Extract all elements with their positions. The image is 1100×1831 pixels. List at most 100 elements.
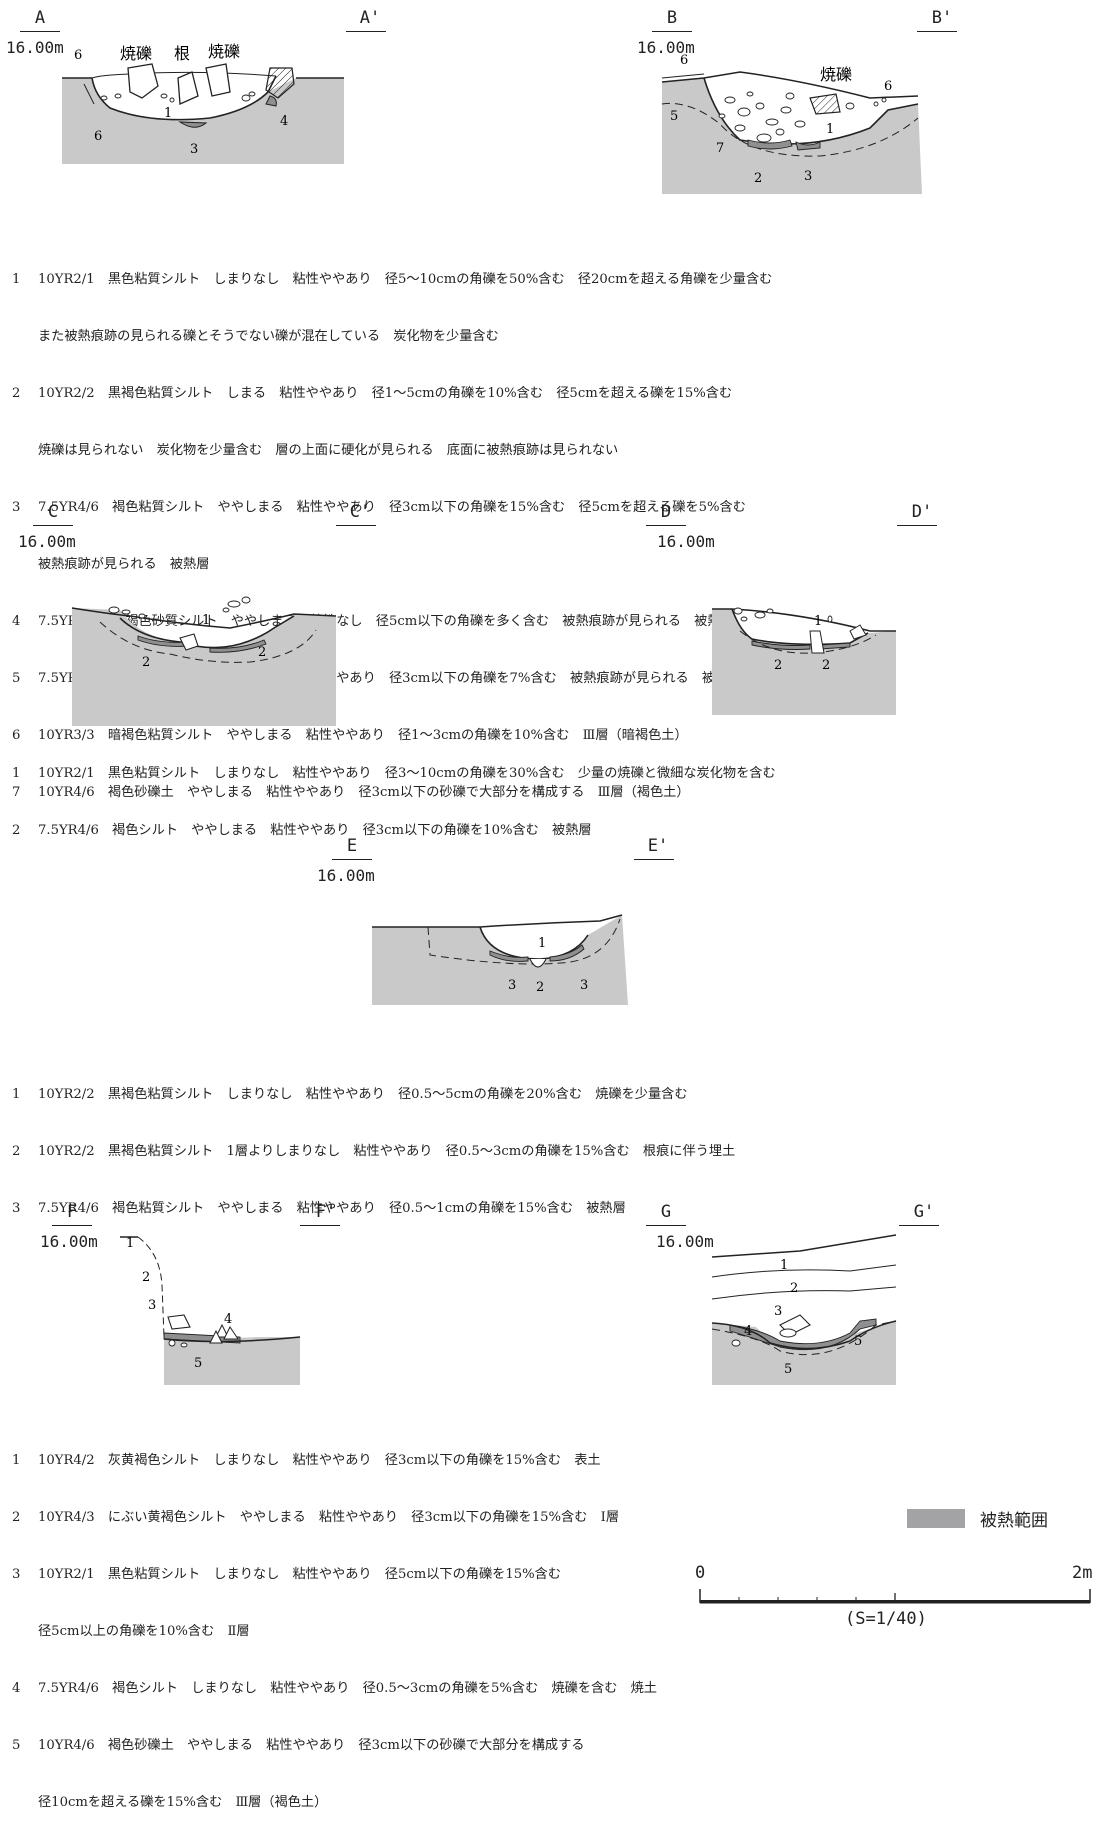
legend-burned-swatch [907, 1509, 965, 1528]
section-a-label-burned-stone-2: 焼礫 [208, 42, 240, 61]
section-g-elevation: 16.00m [656, 1232, 714, 1251]
section-a-left-tick [20, 31, 60, 32]
section-g-right-tick [899, 1225, 939, 1226]
svg-text:6: 6 [94, 129, 102, 144]
section-f-right-tick [300, 1225, 340, 1226]
svg-text:2: 2 [790, 1281, 798, 1296]
section-a-burned-stone-2 [205, 63, 231, 97]
section-a-burned-stone [127, 63, 159, 99]
svg-text:3: 3 [804, 169, 812, 184]
svg-text:1: 1 [164, 106, 172, 121]
section-a-elevation: 16.00m [6, 38, 64, 57]
svg-text:3: 3 [190, 142, 198, 157]
section-g-left-tick [646, 1225, 686, 1226]
svg-text:6: 6 [74, 48, 82, 63]
svg-text:1: 1 [826, 122, 834, 137]
svg-text:3: 3 [148, 1298, 156, 1313]
section-b-left-label: B [666, 8, 678, 28]
svg-text:3: 3 [580, 978, 588, 993]
section-c-right-tick [336, 525, 376, 526]
section-c-elevation: 16.00m [18, 532, 76, 551]
svg-text:2: 2 [258, 645, 266, 660]
svg-text:6: 6 [884, 79, 892, 94]
section-e-left-label: E [346, 836, 358, 856]
section-d-burned-layer [751, 640, 811, 650]
section-b-hatched-stone [809, 93, 841, 115]
svg-text:7: 7 [716, 141, 724, 156]
section-d-right-label: D' [911, 502, 933, 522]
section-b-burned-layer [747, 139, 793, 150]
section-d-right-tick [897, 525, 937, 526]
svg-text:2: 2 [774, 658, 782, 673]
svg-text:5: 5 [670, 109, 678, 124]
svg-text:1: 1 [780, 1258, 788, 1273]
svg-text:6: 6 [680, 53, 688, 68]
legend-burned-label: 被熱範囲 [980, 1511, 1048, 1531]
scale-bar [699, 1589, 1091, 1604]
scale-start-label: 0 [695, 1563, 706, 1583]
section-f-left-tick [52, 1225, 92, 1226]
section-f-left-label: F [66, 1202, 78, 1222]
section-e-ground [372, 915, 628, 1005]
section-b-burned-layer-2 [795, 141, 821, 151]
section-a-burned-layer-4 [265, 95, 277, 107]
svg-text:1: 1 [814, 614, 822, 629]
section-b-label-burned-stone: 焼礫 [820, 65, 852, 84]
section-e-profile: 1 3 2 3 [372, 914, 628, 1005]
svg-text:5: 5 [194, 1356, 202, 1371]
section-e-right-label: E' [647, 836, 669, 856]
section-a-ground [62, 78, 344, 164]
section-a-burned-layer [178, 121, 208, 128]
section-a-label-root: 根 [174, 44, 190, 63]
section-a-pit-outline [91, 75, 277, 121]
svg-text:4: 4 [280, 114, 288, 129]
section-a-right-tick [346, 31, 386, 32]
section-a-left-label: A [34, 8, 46, 28]
svg-text:2: 2 [142, 1270, 150, 1285]
section-c-right-label: C' [349, 502, 371, 522]
section-f-ground [164, 1337, 300, 1385]
section-a-root [177, 71, 199, 105]
svg-text:1: 1 [126, 1236, 134, 1251]
svg-text:5: 5 [784, 1362, 792, 1377]
scale-ratio-label: (S=1/40) [845, 1609, 927, 1629]
section-c-burned-layer-2 [209, 639, 267, 653]
svg-text:2: 2 [822, 658, 830, 673]
section-b-right-tick [917, 31, 957, 32]
section-f-elevation: 16.00m [40, 1232, 98, 1251]
section-g-left-label: G [660, 1202, 672, 1222]
section-e-right-tick [634, 859, 674, 860]
section-b-left-tick [652, 31, 692, 32]
section-d-left-tick [646, 525, 686, 526]
section-e-burned-layer-2 [549, 944, 585, 962]
svg-text:1: 1 [538, 936, 546, 951]
section-c-left-tick [33, 525, 73, 526]
section-a-right-label: A' [359, 8, 381, 28]
section-d-elevation: 16.00m [657, 532, 715, 551]
section-c-pit-outline [119, 615, 295, 649]
section-g-profile: 1 2 3 4 5 5 [711, 1234, 897, 1385]
section-a-profile: 焼礫 根 焼礫 6 6 1 3 4 [62, 42, 344, 164]
section-b-profile: 焼礫 6 6 5 1 7 2 3 [661, 53, 922, 194]
svg-text:1: 1 [202, 613, 210, 628]
section-e-pit-outline [479, 926, 589, 960]
svg-text:3: 3 [774, 1304, 782, 1319]
section-f-profile: 1 2 3 4 5 [120, 1236, 301, 1385]
section-b-elevation: 16.00m [637, 38, 695, 57]
section-e-elevation: 16.00m [317, 866, 375, 885]
section-c-left-label: C [47, 502, 59, 522]
svg-text:3: 3 [508, 978, 516, 993]
svg-text:2: 2 [536, 980, 544, 995]
section-d-profile: 1 2 2 [712, 607, 896, 715]
scale-end-label: 2m [1072, 1563, 1093, 1583]
svg-text:4: 4 [224, 1312, 232, 1327]
section-e-left-tick [332, 859, 372, 860]
svg-text:4: 4 [744, 1324, 752, 1339]
section-c-profile: 1 2 2 [71, 596, 337, 726]
svg-text:5: 5 [854, 1334, 862, 1349]
svg-text:2: 2 [754, 171, 762, 186]
section-a-label-burned-stone: 焼礫 [120, 44, 152, 63]
section-b-right-label: B' [931, 8, 953, 28]
